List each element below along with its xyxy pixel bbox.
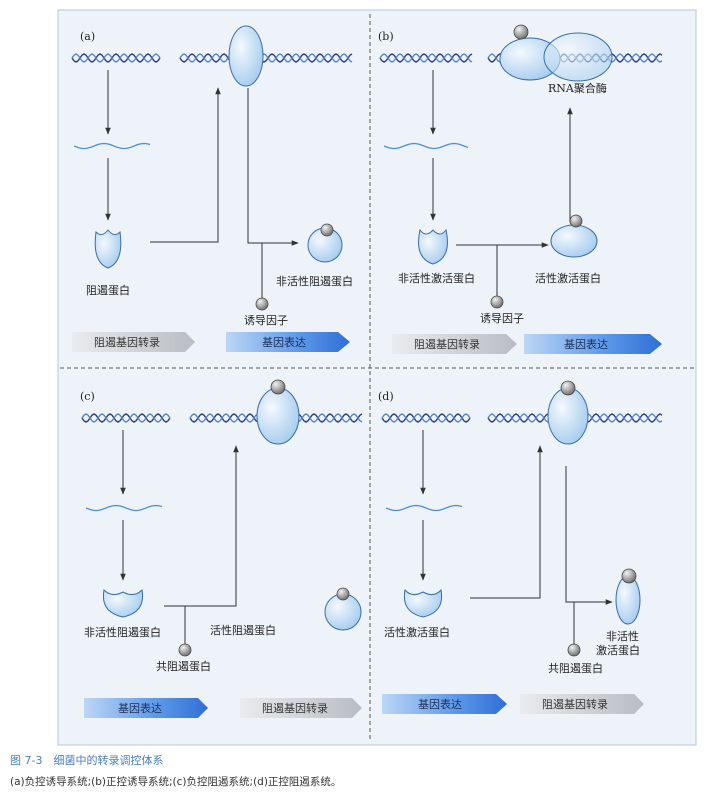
c-free-active-repressor-ball <box>336 587 350 601</box>
c-corepressor-label: 共阻遏蛋白 <box>156 659 211 673</box>
b-activator-dna-ball <box>513 24 529 40</box>
a-inducer-bound-ball <box>320 223 334 237</box>
d-activator-dna-ball <box>560 380 576 396</box>
d-activator-on-dna <box>547 387 589 445</box>
c-mrna <box>85 504 163 512</box>
d-active-activator-label: 活性激活蛋白 <box>384 625 450 639</box>
b-inactive-activator-shape <box>418 228 448 265</box>
b-regulator-dna <box>379 53 473 63</box>
figure-background <box>57 9 697 746</box>
c-active-repressor-label: 活性阻遏蛋白 <box>210 623 276 637</box>
mrna-layer <box>73 142 469 512</box>
c-inactive-repressor-shape <box>102 588 144 618</box>
b-inactive-activator-label: 非活性激活蛋白 <box>398 271 475 285</box>
c-arrow-binding <box>164 445 239 607</box>
a-arrow-repressor-transcription <box>72 332 195 352</box>
panel-b-tag: (b) <box>378 30 394 43</box>
d-corepressor-ball <box>567 643 581 657</box>
a-repressor-shape <box>94 229 122 269</box>
a-regulator-dna <box>71 53 161 63</box>
a-arrow-right-label: 基因表达 <box>262 335 306 349</box>
panel-d: (d) 活性激活蛋白 共阻遏蛋白 非活性 激活蛋白 基因表达 阻遏基因转录 <box>378 380 644 714</box>
b-arrow-repressor-transcription <box>392 334 517 354</box>
a-arrow-gene-expression <box>226 332 350 352</box>
b-rna-polymerase-shape <box>543 32 613 82</box>
b-inducer-ball <box>490 295 504 309</box>
c-arrow-gene-expression <box>84 698 208 718</box>
d-regulator-dna-strand-1 <box>381 413 471 423</box>
a-target-dna-strand-1 <box>179 53 353 63</box>
a-repressor-label: 阻遏蛋白 <box>86 283 130 297</box>
d-inactive-activator-ball <box>621 568 637 584</box>
a-inactive-repressor-label: 非活性阻遏蛋白 <box>276 274 353 288</box>
b-arrow-right-label: 基因表达 <box>564 337 608 351</box>
b-arrow-left-label: 阻遏基因转录 <box>414 337 480 351</box>
d-active-activator-shape <box>403 588 443 618</box>
panel-c-tag: (c) <box>80 390 95 403</box>
c-corepressor-ball <box>178 643 192 657</box>
a-repressor-bound <box>228 25 264 87</box>
panel-a-tag: (a) <box>80 30 95 43</box>
b-regulator-dna-strand-2 <box>379 53 473 63</box>
c-regulator-dna <box>81 413 171 423</box>
c-arrow-right-label: 阻遏基因转录 <box>262 701 328 715</box>
panel-c: (c) 非活性阻遏蛋白 共阻遏蛋白 活性阻遏蛋白 基因表达 阻遏基因转录 <box>80 379 362 718</box>
b-mrna <box>383 142 469 150</box>
a-regulator-dna-strand-2 <box>71 53 161 63</box>
panel-d-tag: (d) <box>378 390 394 403</box>
figure-caption-title: 图 7-3 细菌中的转录调控体系 <box>10 754 164 767</box>
b-active-activator-shape <box>550 224 598 258</box>
c-repressor-dna-ball <box>270 379 286 395</box>
d-arrow-left-label: 基因表达 <box>418 697 462 711</box>
d-arrow-binding <box>470 445 543 599</box>
c-regulator-dna-strand-2 <box>81 413 171 423</box>
b-inducer-label: 诱导因子 <box>480 312 524 325</box>
a-mrna <box>73 142 151 150</box>
b-rna-polymerase-label: RNA聚合酶 <box>548 81 607 95</box>
d-arrow-release <box>565 466 613 605</box>
d-corepressor-label: 共阻遏蛋白 <box>548 661 603 675</box>
b-active-activator-label: 活性激活蛋白 <box>535 271 601 285</box>
a-arrow-release <box>247 88 299 246</box>
c-repressor-on-dna <box>256 387 300 445</box>
c-arrow-repressor-transcription <box>240 698 362 718</box>
a-target-dna <box>179 53 353 63</box>
d-regulator-dna-strand-2 <box>381 413 471 423</box>
c-arrow-left-label: 基因表达 <box>118 701 162 715</box>
b-arrow-gene-expression <box>524 334 662 354</box>
b-active-activator-ball <box>569 214 583 228</box>
d-regulator-dna <box>381 413 471 423</box>
d-arrow-gene-expression <box>382 694 507 714</box>
d-inactive-label-line1: 非活性 <box>606 629 639 643</box>
c-inactive-repressor-label: 非活性阻遏蛋白 <box>84 625 161 639</box>
panel-a: (a) 阻遏蛋白 诱导因子 非活性阻遏蛋白 阻遏基因转录 基因表达 <box>72 25 353 352</box>
a-inducer-ball <box>255 297 269 311</box>
b-regulator-dna-strand-1 <box>379 53 473 63</box>
panel-b: (b) 非活性激活蛋白 诱导因子 活性激活蛋白 RNA聚合酶 阻遏基因转录 基因… <box>378 24 662 354</box>
a-target-dna-strand-2 <box>179 53 353 63</box>
d-arrow-right-label: 阻遏基因转录 <box>542 697 608 711</box>
a-regulator-dna-strand-1 <box>71 53 161 63</box>
c-regulator-dna-strand-1 <box>81 413 171 423</box>
a-arrow-left-label: 阻遏基因转录 <box>94 335 160 349</box>
figure-caption-text: (a)负控诱导系统;(b)正控诱导系统;(c)负控阻遏系统;(d)正控阻遏系统。 <box>10 776 342 788</box>
d-inactive-label-line2: 激活蛋白 <box>596 643 640 657</box>
a-inducer-label: 诱导因子 <box>244 314 288 327</box>
a-arrow-binding <box>150 87 221 243</box>
d-mrna <box>385 504 463 512</box>
d-arrow-repressor-transcription <box>520 694 644 714</box>
